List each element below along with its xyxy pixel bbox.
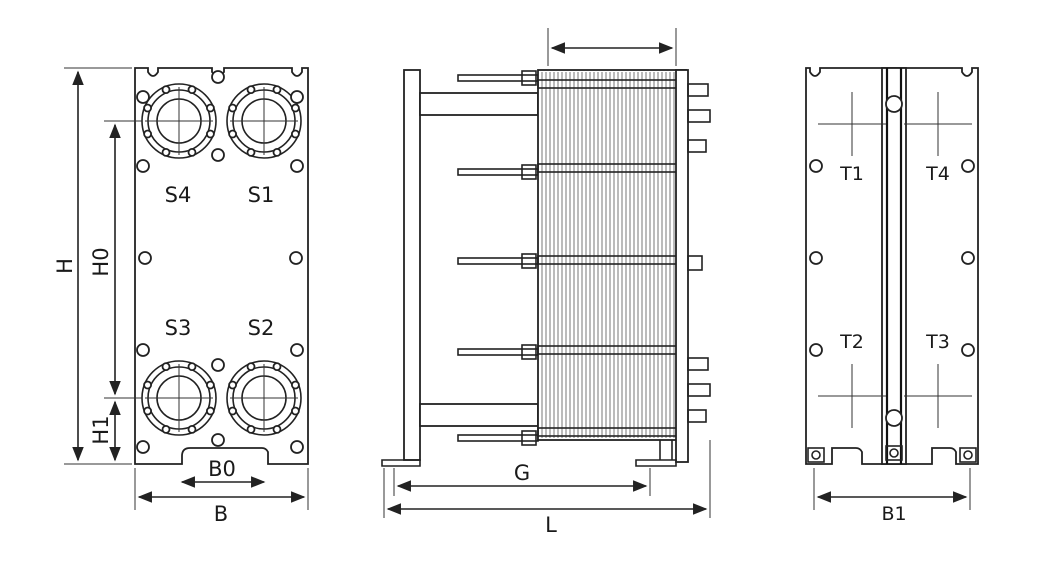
- port-bolt-hole: [161, 147, 171, 157]
- label-b0: B0: [208, 457, 236, 481]
- fixed-frame-foot: [381, 459, 421, 467]
- dim-b0: B0: [180, 457, 266, 488]
- right-nozzles: [687, 83, 711, 423]
- label-h1: H1: [89, 415, 113, 444]
- port-bolt-hole: [228, 380, 238, 390]
- port-bolt-hole: [228, 406, 238, 416]
- dim-h1: H1: [89, 400, 121, 462]
- port-s4: [141, 83, 217, 159]
- port-bolt-hole: [143, 103, 153, 113]
- movable-frame-plate: [675, 69, 689, 463]
- center-bar-foot: [885, 445, 903, 461]
- port-bolt-hole: [205, 129, 215, 139]
- port-bolt-hole: [161, 362, 171, 372]
- port-bolt-hole: [290, 380, 300, 390]
- port-bolt-hole: [161, 85, 171, 94]
- port-bolt-hole: [290, 129, 300, 139]
- port-bolt-hole: [272, 424, 282, 434]
- back-foot-right: [959, 447, 977, 463]
- tie-bolts: [457, 70, 539, 446]
- guide-bar: [419, 403, 539, 427]
- port-bolt-hole: [246, 424, 256, 434]
- back-view: T1 T4 T2 T3 B1: [805, 67, 979, 525]
- label-t1: T1: [839, 163, 864, 185]
- port-bolt-hole: [187, 147, 197, 157]
- label-s4: S4: [165, 183, 192, 207]
- dim-top-side: [547, 28, 677, 66]
- dim-g: G: [393, 461, 651, 496]
- dim-h: H: [53, 67, 132, 465]
- port-bolt-hole: [143, 129, 153, 139]
- dim-b: B: [134, 468, 309, 526]
- port-bolt-hole: [205, 380, 215, 390]
- dim-l: L: [383, 440, 711, 537]
- port-bolt-hole: [290, 406, 300, 416]
- label-s2: S2: [248, 316, 275, 340]
- label-g: G: [514, 461, 530, 485]
- back-foot-left: [807, 447, 825, 463]
- label-h0: H0: [89, 247, 113, 276]
- port-bolt-hole: [246, 147, 256, 157]
- label-s3: S3: [165, 316, 192, 340]
- port-bolt-hole: [272, 147, 282, 157]
- port-bolt-hole: [187, 362, 197, 372]
- port-s2: [226, 360, 302, 436]
- port-s3: [141, 360, 217, 436]
- label-b: B: [214, 502, 228, 526]
- port-bolt-hole: [272, 362, 282, 372]
- dim-b1: B1: [813, 468, 971, 525]
- side-view: G L: [381, 28, 711, 537]
- label-h: H: [53, 258, 77, 274]
- port-bolt-hole: [161, 424, 171, 434]
- front-view: S4 S1 S3 S2 H H0 H1 B0: [53, 67, 309, 526]
- label-l: L: [545, 513, 557, 537]
- label-t2: T2: [839, 331, 864, 353]
- label-t4: T4: [925, 163, 950, 185]
- port-bolt-hole: [290, 103, 300, 113]
- port-bolt-hole: [187, 85, 197, 94]
- back-holes: [809, 159, 975, 357]
- plate-pack: [537, 69, 687, 441]
- back-crosshairs: [818, 92, 972, 428]
- back-center-bar: [881, 67, 907, 465]
- port-bolt-hole: [246, 85, 256, 94]
- movable-frame-foot: [635, 459, 677, 467]
- front-plate-outline: [134, 67, 309, 465]
- port-bolt-hole: [246, 362, 256, 372]
- label-s1: S1: [248, 183, 275, 207]
- port-bolt-hole: [143, 380, 153, 390]
- port-bolt-hole: [187, 424, 197, 434]
- port-s1: [226, 83, 302, 159]
- label-t3: T3: [925, 331, 950, 353]
- port-bolt-hole: [205, 103, 215, 113]
- dim-h0: H0: [89, 120, 142, 399]
- port-bolt-hole: [272, 85, 282, 94]
- port-bolt-hole: [143, 406, 153, 416]
- carrying-bar: [419, 92, 539, 116]
- fixed-frame-plate: [403, 69, 421, 461]
- center-bar-hole-top: [885, 95, 903, 113]
- port-bolt-hole: [205, 406, 215, 416]
- port-bolt-hole: [228, 129, 238, 139]
- front-bolt-holes: [136, 70, 304, 454]
- port-bolt-hole: [228, 103, 238, 113]
- support-column: [659, 440, 673, 460]
- center-bar-hole-bottom: [885, 409, 903, 427]
- label-b1: B1: [881, 503, 906, 525]
